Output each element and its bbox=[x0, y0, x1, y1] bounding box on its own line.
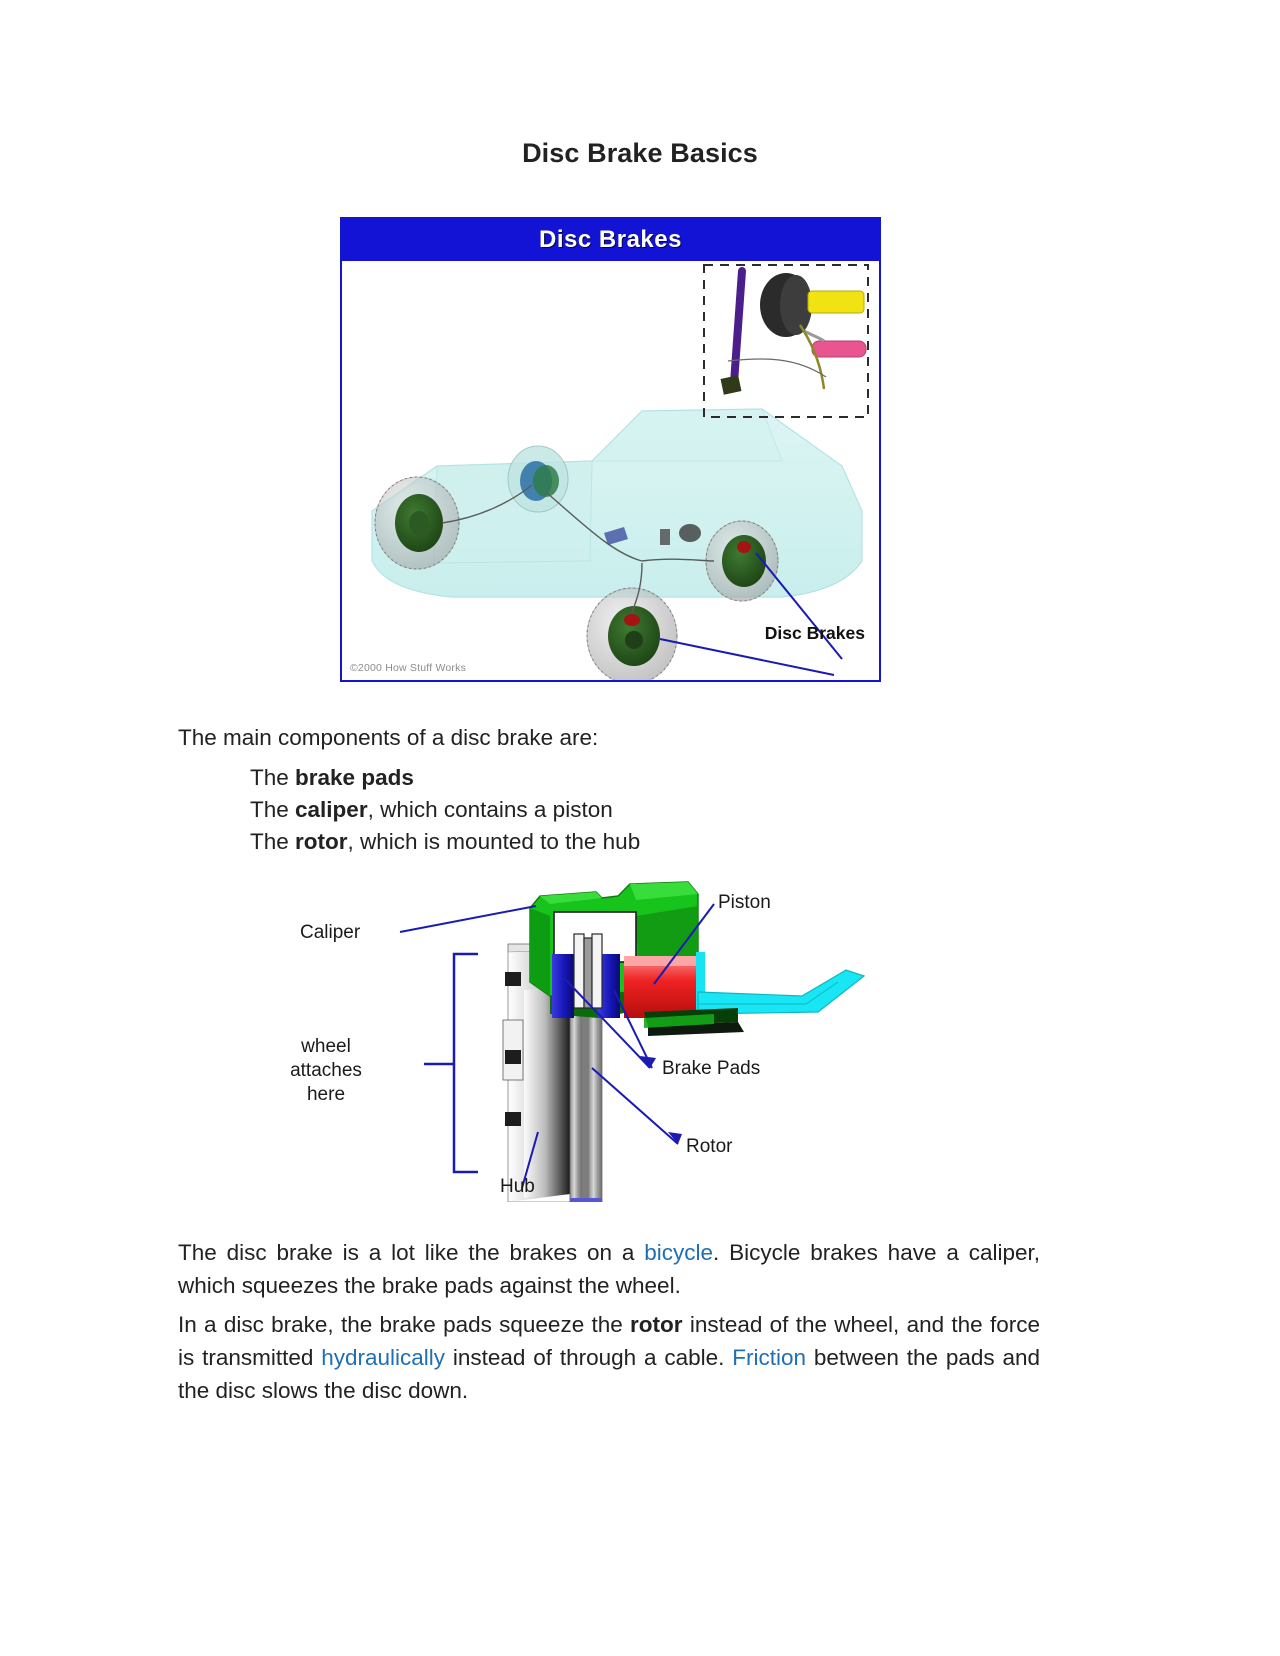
figure-car-illustration: Disc Brakes ©2000 How Stuff Works bbox=[342, 261, 879, 680]
list-item-rotor: The rotor, which is mounted to the hub bbox=[250, 826, 640, 858]
components-list: The brake pads The caliper, which contai… bbox=[250, 762, 640, 858]
paragraph-text: instead of the wheel, and the force is t… bbox=[178, 1312, 1040, 1370]
page-title: Disc Brake Basics bbox=[522, 138, 758, 168]
list-item-term: brake pads bbox=[295, 765, 414, 790]
list-item-term: caliper bbox=[295, 797, 368, 822]
list-item-prefix: The bbox=[250, 765, 296, 790]
link-friction[interactable]: Friction bbox=[732, 1345, 806, 1370]
list-item-caliper: The caliper, which contains a piston bbox=[250, 794, 640, 826]
paragraph-bicycle-comparison: The disc brake is a lot like the brakes … bbox=[178, 1236, 1040, 1302]
list-item-prefix: The bbox=[250, 829, 296, 854]
figure-copyright: ©2000 How Stuff Works bbox=[350, 662, 467, 674]
label-rotor: Rotor bbox=[686, 1136, 733, 1157]
paragraph-text: between the pads and the disc slows the … bbox=[178, 1345, 1040, 1403]
figure-brake-assembly: Caliper Piston Brake Pads Rotor Hub whee… bbox=[178, 872, 1058, 1202]
list-item-brake-pads: The brake pads bbox=[250, 762, 640, 794]
paragraph-text: In a disc brake, the brake pads squeeze … bbox=[178, 1312, 631, 1337]
label-piston: Piston bbox=[718, 892, 771, 913]
list-item-suffix: , which is mounted to the hub bbox=[347, 829, 641, 854]
label-hub: Hub bbox=[500, 1176, 535, 1197]
label-caliper: Caliper bbox=[300, 922, 361, 943]
svg-text:here: here bbox=[307, 1084, 345, 1105]
figure-callout-disc-brakes: Disc Brakes bbox=[764, 623, 865, 643]
intro-lead: The main components of a disc brake are: bbox=[178, 725, 599, 750]
list-item-term: rotor bbox=[295, 829, 348, 854]
link-bicycle[interactable]: bicycle bbox=[644, 1240, 714, 1265]
label-brake-pads: Brake Pads bbox=[662, 1058, 760, 1079]
svg-text:attaches: attaches bbox=[290, 1060, 362, 1081]
paragraph-text: . Bicycle brakes have a caliper, which s… bbox=[178, 1240, 1041, 1298]
list-item-prefix: The bbox=[250, 797, 296, 822]
list-item-suffix: , which contains a piston bbox=[367, 797, 613, 822]
paragraph-disc-brake-operation: In a disc brake, the brake pads squeeze … bbox=[178, 1308, 1040, 1407]
car-cutaway-svg bbox=[371, 264, 869, 680]
paragraph-text: The disc brake is a lot like the brakes … bbox=[178, 1240, 645, 1265]
brake-assembly-svg: Caliper Piston Brake Pads Rotor Hub whee… bbox=[290, 881, 866, 1202]
figure-disc-brakes-car: Disc Brakes bbox=[340, 217, 881, 682]
link-hydraulically[interactable]: hydraulically bbox=[321, 1345, 446, 1370]
paragraph-text: instead of through a cable. bbox=[445, 1345, 733, 1370]
figure-banner-title: Disc Brakes bbox=[342, 219, 879, 261]
label-wheel-attaches-here: wheel bbox=[300, 1036, 351, 1057]
emphasis-rotor: rotor bbox=[630, 1312, 683, 1337]
